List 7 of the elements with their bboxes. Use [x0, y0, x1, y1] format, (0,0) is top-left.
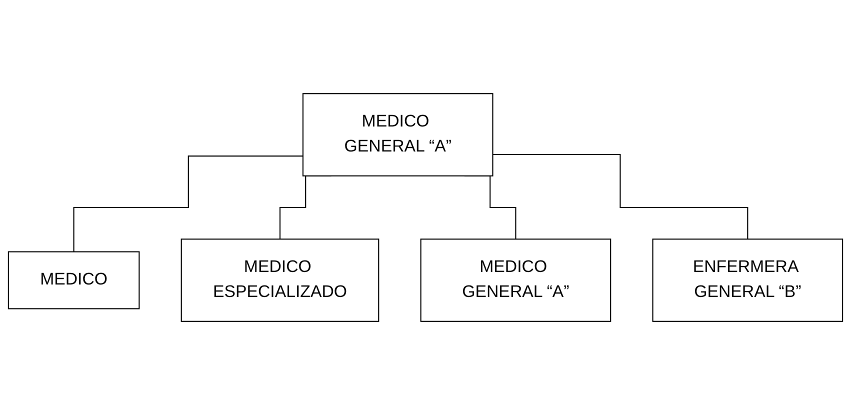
node-box: MEDICO GENERAL “A”	[420, 238, 612, 322]
connector	[73, 156, 303, 252]
node-box: ENFERMERA GENERAL “B”	[652, 238, 844, 322]
node-box: MEDICO ESPECIALIZADO	[180, 238, 380, 322]
node-box: MEDICO GENERAL “A”	[302, 93, 494, 176]
connector	[492, 154, 748, 240]
node-box: MEDICO	[8, 251, 140, 310]
